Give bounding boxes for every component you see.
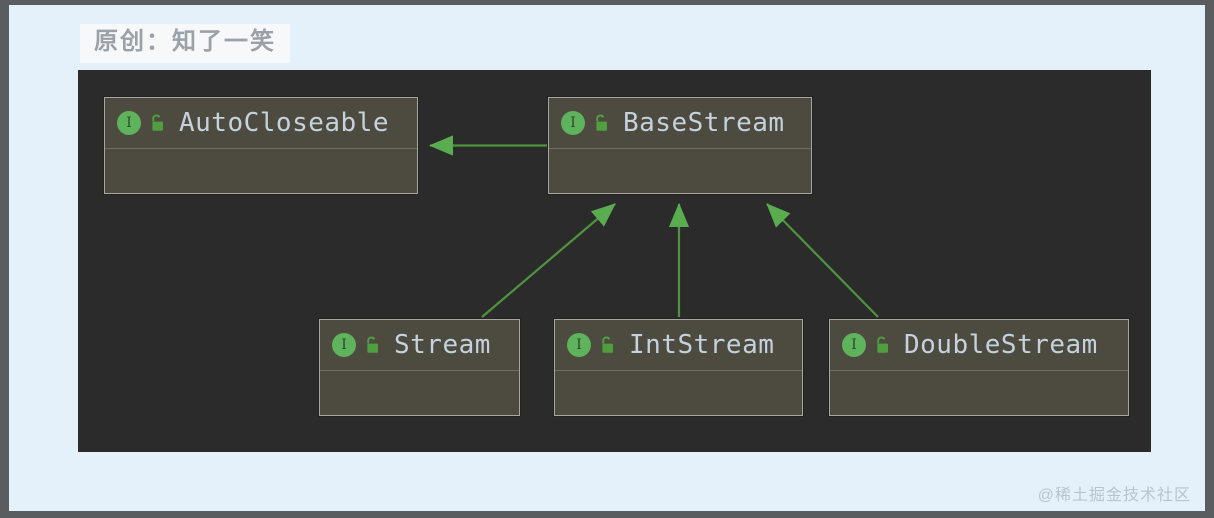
edge-stream-to-basestream bbox=[481, 203, 616, 318]
uml-class-name: IntStream bbox=[629, 330, 775, 360]
uml-class-name: Stream bbox=[394, 330, 491, 360]
uml-class-doublestream[interactable]: I DoubleStream bbox=[829, 319, 1129, 416]
open-padlock-icon bbox=[367, 336, 378, 353]
uml-class-header: I BaseStream bbox=[549, 98, 811, 149]
uml-class-header: I IntStream bbox=[555, 320, 802, 371]
interface-circle-icon: I bbox=[842, 333, 866, 357]
open-padlock-icon bbox=[602, 336, 613, 353]
uml-class-members bbox=[555, 371, 802, 416]
uml-diagram-canvas[interactable]: I AutoCloseable I BaseStream bbox=[78, 70, 1151, 452]
open-padlock-icon bbox=[877, 336, 888, 353]
watermark-text: @稀土掘金技术社区 bbox=[1037, 487, 1191, 504]
uml-class-header: I Stream bbox=[320, 320, 519, 371]
interface-circle-icon: I bbox=[332, 333, 356, 357]
uml-class-name: AutoCloseable bbox=[179, 108, 389, 138]
uml-class-name: BaseStream bbox=[623, 108, 785, 138]
uml-class-intstream[interactable]: I IntStream bbox=[554, 319, 803, 416]
open-padlock-icon bbox=[152, 114, 163, 131]
uml-class-stream[interactable]: I Stream bbox=[319, 319, 520, 416]
uml-class-members bbox=[549, 149, 811, 194]
uml-class-autocloseable[interactable]: I AutoCloseable bbox=[104, 97, 418, 194]
uml-class-members bbox=[830, 371, 1128, 416]
open-padlock-icon bbox=[596, 114, 607, 131]
uml-class-header: I AutoCloseable bbox=[105, 98, 417, 149]
interface-circle-icon: I bbox=[561, 111, 585, 135]
uml-class-basestream[interactable]: I BaseStream bbox=[548, 97, 812, 194]
interface-circle-icon: I bbox=[117, 111, 141, 135]
interface-circle-icon: I bbox=[567, 333, 591, 357]
edge-doublestream-to-basestream bbox=[766, 203, 879, 318]
uml-class-header: I DoubleStream bbox=[830, 320, 1128, 371]
uml-class-members bbox=[320, 371, 519, 416]
uml-class-name: DoubleStream bbox=[904, 330, 1098, 360]
page-title: 原创：知了一笑 bbox=[80, 24, 290, 63]
uml-class-members bbox=[105, 149, 417, 194]
